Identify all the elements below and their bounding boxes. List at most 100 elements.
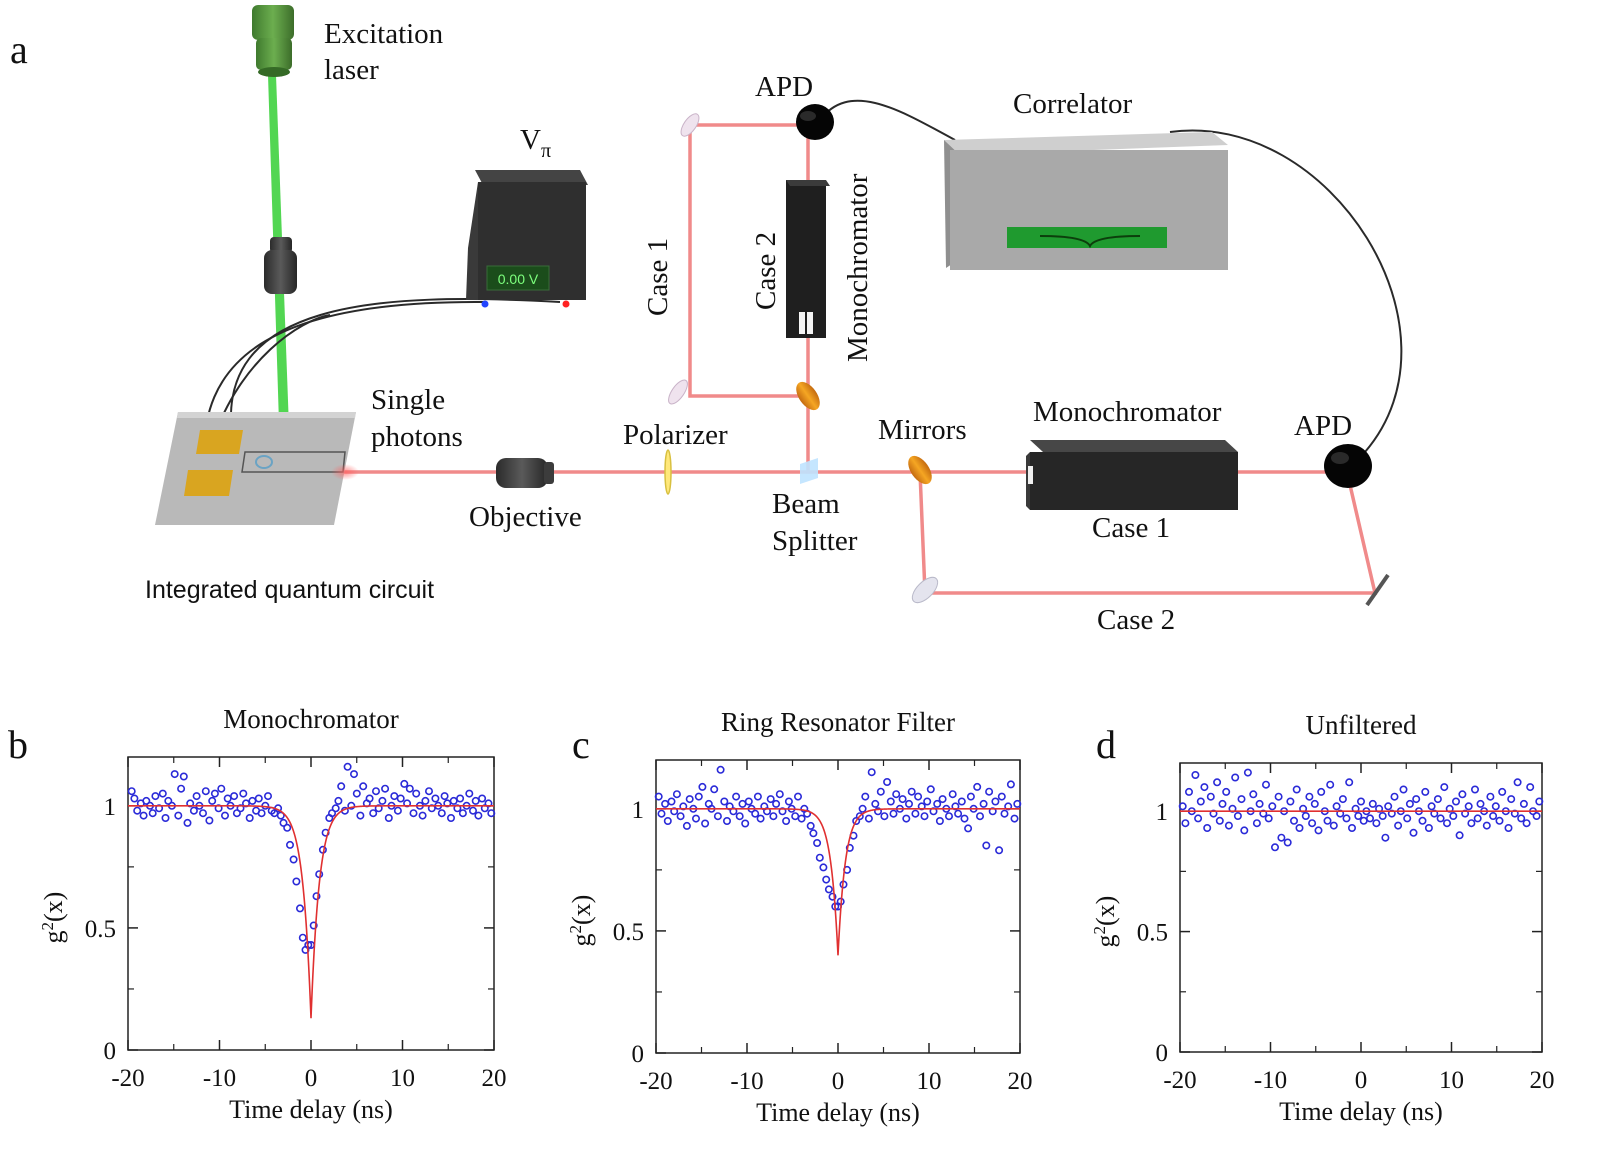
data-point bbox=[1010, 814, 1019, 823]
data-point bbox=[741, 819, 750, 828]
data-point bbox=[784, 797, 793, 806]
data-point bbox=[298, 933, 307, 942]
x-axis-label: Time delay (ns) bbox=[1279, 1097, 1443, 1126]
data-point bbox=[793, 792, 802, 801]
data-point bbox=[661, 799, 670, 808]
data-point bbox=[349, 770, 358, 779]
data-point bbox=[886, 797, 895, 806]
data-point bbox=[174, 811, 183, 820]
v-pi-letter: V bbox=[520, 124, 541, 156]
data-point bbox=[1535, 797, 1544, 806]
data-point bbox=[1000, 809, 1009, 818]
y-label-sup: 2 bbox=[566, 925, 585, 934]
data-point bbox=[1215, 816, 1224, 825]
y-tick-label: 0 bbox=[632, 1041, 645, 1068]
data-point bbox=[405, 784, 414, 793]
data-point bbox=[957, 797, 966, 806]
data-point bbox=[1295, 823, 1304, 832]
data-point bbox=[189, 806, 198, 815]
data-point bbox=[458, 809, 467, 818]
data-point bbox=[378, 796, 387, 805]
data-point bbox=[1368, 799, 1377, 808]
data-point bbox=[1443, 819, 1452, 828]
panel-letter-d: d bbox=[1096, 722, 1116, 767]
label-apd-right: APD bbox=[1294, 410, 1352, 442]
data-point bbox=[315, 870, 324, 879]
y-tick-label: 0 bbox=[104, 1038, 117, 1065]
data-point bbox=[487, 809, 496, 818]
x-tick-label: 10 bbox=[917, 1068, 942, 1095]
apd-right-icon bbox=[1324, 444, 1372, 488]
x-tick-label: 10 bbox=[1439, 1067, 1464, 1094]
data-point bbox=[1178, 802, 1187, 811]
data-point bbox=[1290, 816, 1299, 825]
data-point bbox=[1418, 816, 1427, 825]
data-point bbox=[824, 885, 833, 894]
data-point bbox=[230, 792, 239, 801]
y-label-g: g bbox=[567, 934, 596, 947]
data-point bbox=[819, 863, 828, 872]
data-point bbox=[1381, 833, 1390, 842]
monochromator-vertical bbox=[786, 180, 830, 338]
data-point bbox=[1237, 795, 1246, 804]
data-point bbox=[935, 816, 944, 825]
data-point bbox=[1489, 811, 1498, 820]
data-point bbox=[1224, 821, 1233, 830]
data-point bbox=[975, 812, 984, 821]
data-point bbox=[161, 813, 170, 822]
data-point bbox=[1271, 843, 1280, 852]
data-point bbox=[964, 824, 973, 833]
label-correlator: Correlator bbox=[1013, 88, 1133, 120]
data-point bbox=[1403, 814, 1412, 823]
data-point bbox=[1274, 792, 1283, 801]
data-point bbox=[1292, 785, 1301, 794]
data-point bbox=[911, 809, 920, 818]
data-point bbox=[1532, 811, 1541, 820]
data-point bbox=[440, 792, 449, 801]
x-tick-label: 10 bbox=[390, 1065, 415, 1092]
data-point bbox=[766, 795, 775, 804]
data-point bbox=[437, 809, 446, 818]
apd-top-icon bbox=[796, 104, 834, 140]
data-point bbox=[210, 789, 219, 798]
voltage-display-readout: 0.00 V bbox=[498, 271, 539, 287]
data-point bbox=[285, 840, 294, 849]
data-point bbox=[1249, 790, 1258, 799]
data-point bbox=[1286, 797, 1295, 806]
data-point bbox=[694, 792, 703, 801]
fit-curve bbox=[656, 808, 1020, 956]
y-tick-label: 0.5 bbox=[85, 916, 116, 943]
data-point bbox=[381, 784, 390, 793]
data-point bbox=[1375, 804, 1384, 813]
data-point bbox=[263, 792, 272, 801]
x-tick-label: 20 bbox=[482, 1065, 507, 1092]
data-point bbox=[663, 816, 672, 825]
data-point bbox=[923, 797, 932, 806]
data-point bbox=[1498, 787, 1507, 796]
chart-title: Monochromator bbox=[223, 704, 398, 734]
data-point bbox=[991, 797, 1000, 806]
data-point bbox=[1491, 802, 1500, 811]
data-point bbox=[1228, 804, 1237, 813]
data-point bbox=[248, 796, 257, 805]
data-point bbox=[855, 812, 864, 821]
data-point bbox=[1412, 795, 1421, 804]
data-point bbox=[446, 813, 455, 822]
data-point bbox=[809, 829, 818, 838]
voltage-source: 0.00 V bbox=[466, 170, 588, 308]
data-point bbox=[1243, 768, 1252, 777]
y-tick-label: 0.5 bbox=[1137, 920, 1168, 947]
data-point bbox=[1329, 821, 1338, 830]
data-point bbox=[1006, 780, 1015, 789]
x-tick-label: -20 bbox=[1163, 1067, 1196, 1094]
data-point bbox=[880, 812, 889, 821]
data-point bbox=[1464, 802, 1473, 811]
data-point bbox=[1231, 773, 1240, 782]
data-point bbox=[409, 809, 418, 818]
data-point bbox=[1345, 778, 1354, 787]
data-point bbox=[1507, 795, 1516, 804]
data-point bbox=[468, 806, 477, 815]
data-point bbox=[1194, 814, 1203, 823]
data-point bbox=[1354, 811, 1363, 820]
data-point bbox=[343, 762, 352, 771]
